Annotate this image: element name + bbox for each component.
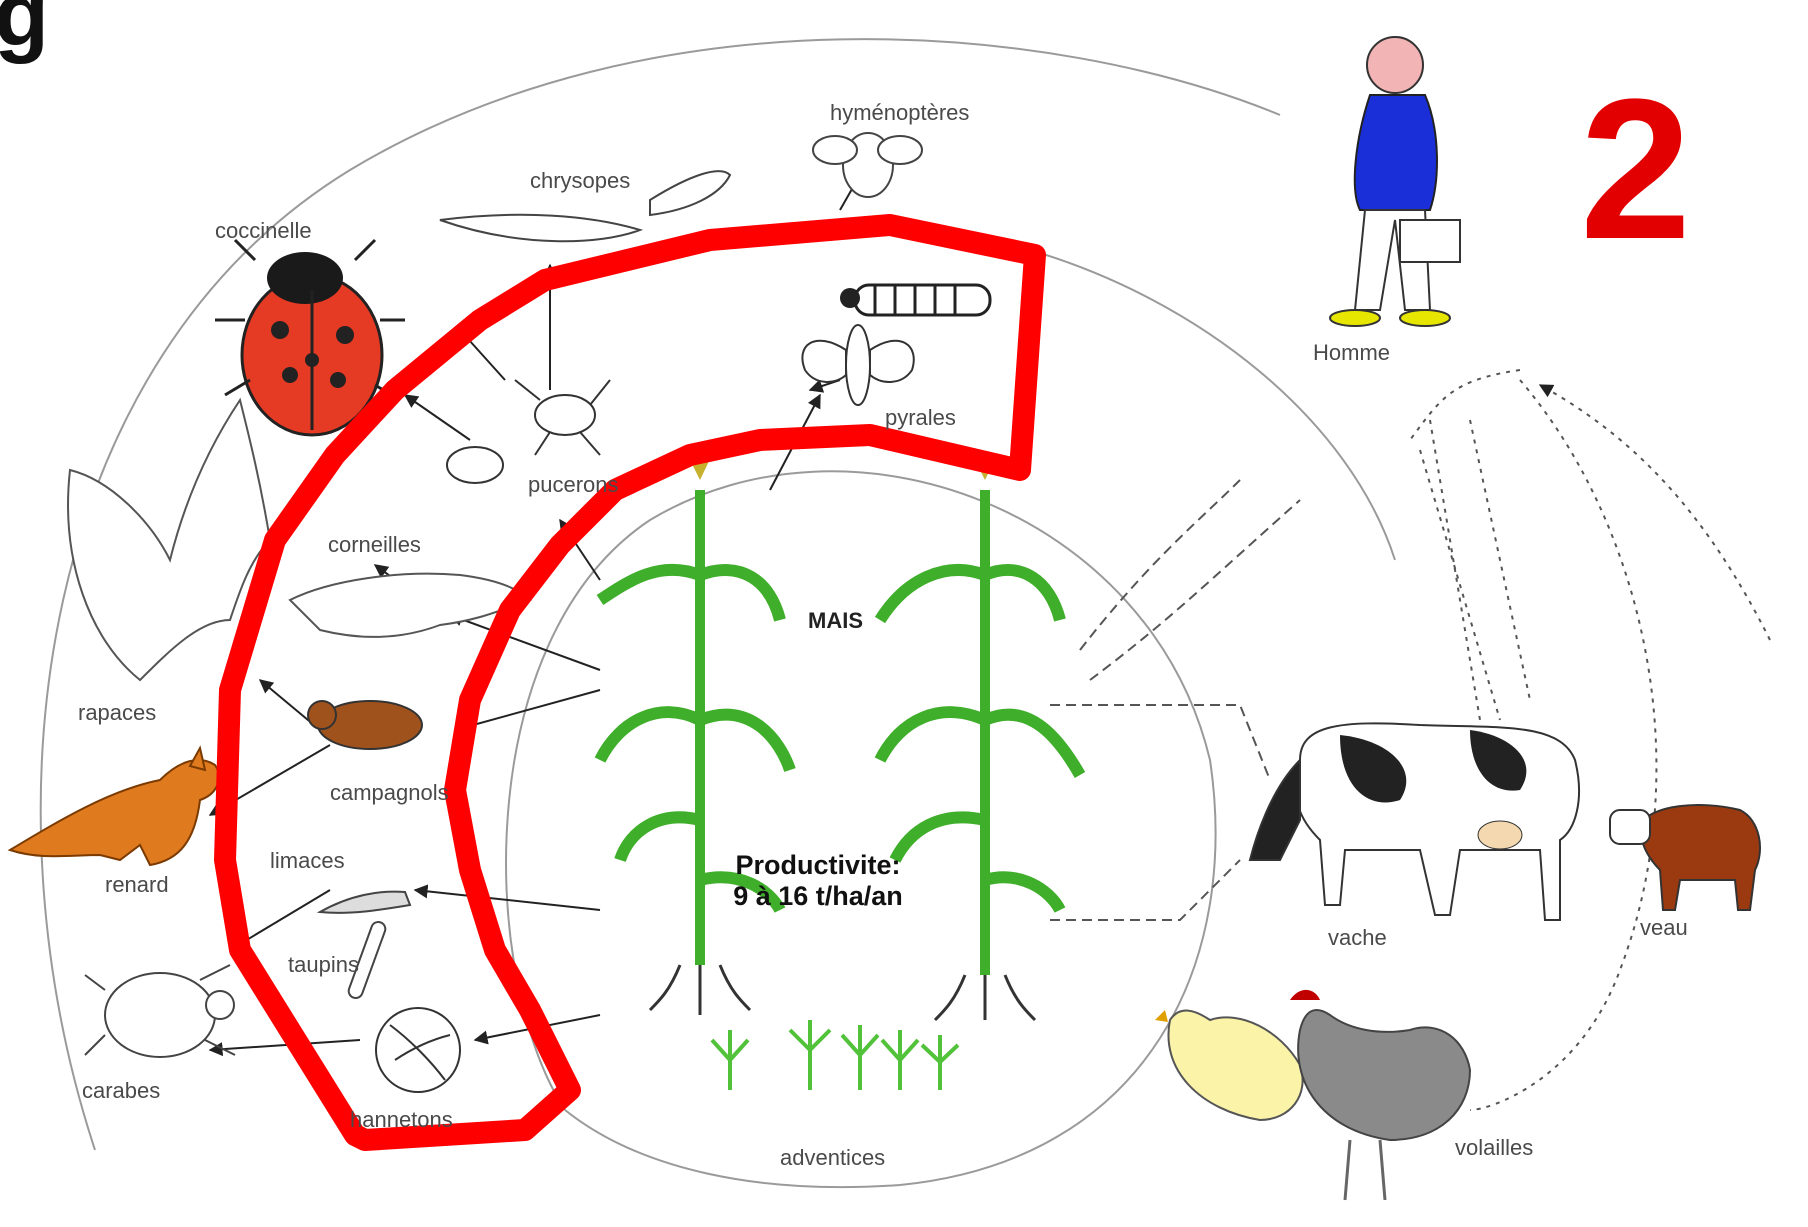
highlight-number: 2 (1580, 70, 1691, 270)
man-icon (1330, 37, 1460, 326)
label-pucerons: pucerons (528, 472, 619, 498)
label-renard: renard (105, 872, 169, 898)
label-hannetons: hannetons (350, 1107, 453, 1133)
label-veau: veau (1640, 915, 1688, 941)
caterpillar-icon (840, 285, 990, 315)
label-volailles: volailles (1455, 1135, 1533, 1161)
weed-icon (712, 1020, 958, 1090)
middle-ring (1030, 250, 1395, 560)
productivity-text: Productivite: 9 à 16 t/ha/an (718, 850, 918, 912)
grub-icon (376, 1008, 460, 1092)
wasp-icon (813, 133, 922, 197)
cow-icon (1250, 723, 1579, 920)
maize-plant-icon (880, 455, 1080, 1020)
label-corneilles: corneilles (328, 532, 421, 558)
label-adventices: adventices (780, 1145, 885, 1171)
aphid-icon (447, 380, 610, 483)
calf-icon (1610, 805, 1760, 910)
corner-text: g (0, 0, 49, 60)
label-limaces: limaces (270, 848, 345, 874)
vole-icon (308, 701, 422, 749)
label-coccinelle: coccinelle (215, 218, 312, 244)
label-hymenopteres: hyménoptères (830, 100, 969, 126)
productivity-line-1: Productivite: (718, 850, 918, 881)
label-mais: MAIS (808, 608, 863, 634)
label-pyrales: pyrales (885, 405, 956, 431)
productivity-line-2: 9 à 16 t/ha/an (718, 881, 918, 912)
slug-icon (320, 892, 410, 913)
moth-icon (802, 325, 913, 405)
label-campagnols: campagnols (330, 780, 449, 806)
label-carabes: carabes (82, 1078, 160, 1104)
beetle-icon (85, 965, 235, 1057)
hen-icon (1155, 1010, 1303, 1120)
label-homme: Homme (1313, 340, 1390, 366)
label-taupins: taupins (288, 952, 359, 978)
maize-plant-icon (600, 455, 790, 1015)
label-rapaces: rapaces (78, 700, 156, 726)
hen-icon (1290, 990, 1470, 1200)
label-chrysopes: chrysopes (530, 168, 630, 194)
label-vache: vache (1328, 925, 1387, 951)
